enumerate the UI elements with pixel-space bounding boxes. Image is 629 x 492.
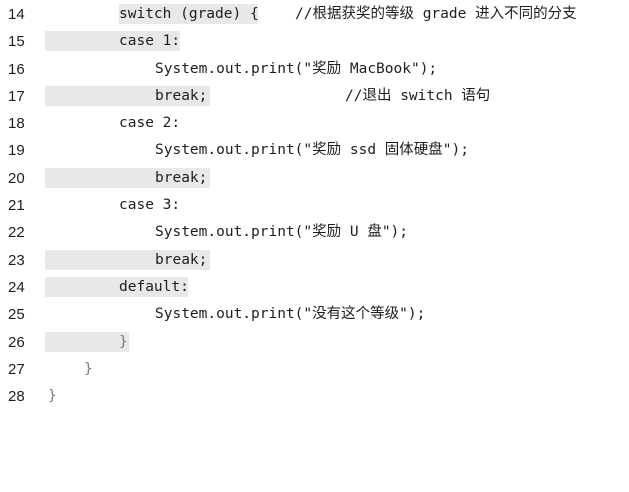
code-line: 27 } bbox=[0, 356, 629, 383]
line-number: 20 bbox=[8, 169, 25, 187]
line-highlight bbox=[45, 249, 210, 270]
code-line: 20 break; bbox=[0, 165, 629, 192]
line-number: 23 bbox=[8, 251, 25, 269]
code-line: 18 case 2: bbox=[0, 110, 629, 137]
line-highlight bbox=[119, 4, 258, 24]
code-line: 21 case 3: bbox=[0, 192, 629, 219]
line-number: 18 bbox=[8, 115, 25, 133]
code-text: System.out.print("奖励 ssd 固体硬盘"); bbox=[155, 142, 469, 159]
code-text: break; bbox=[155, 251, 208, 268]
line-highlight bbox=[45, 331, 129, 352]
line-number: 16 bbox=[8, 60, 25, 78]
code-comment: //根据获奖的等级 grade 进入不同的分支 bbox=[295, 6, 577, 22]
code-text: System.out.print("没有这个等级"); bbox=[155, 306, 426, 323]
code-line: 16 System.out.print("奖励 MacBook"); bbox=[0, 56, 629, 83]
code-line: 24 default: bbox=[0, 274, 629, 301]
line-number: 25 bbox=[8, 306, 25, 324]
closing-brace: } bbox=[119, 333, 128, 350]
line-number: 17 bbox=[8, 87, 25, 105]
code-line: 22 System.out.print("奖励 U 盘"); bbox=[0, 219, 629, 246]
code-text: System.out.print("奖励 MacBook"); bbox=[155, 60, 438, 77]
line-number: 26 bbox=[8, 333, 25, 351]
code-line: 14 switch (grade) { //根据获奖的等级 grade 进入不同… bbox=[0, 1, 629, 28]
code-line: 23 break; bbox=[0, 247, 629, 274]
line-number: 28 bbox=[8, 388, 25, 406]
line-number: 14 bbox=[8, 6, 25, 23]
code-comment: //退出 switch 语句 bbox=[345, 87, 491, 104]
code-line: 26 } bbox=[0, 329, 629, 356]
code-text: default: bbox=[119, 278, 189, 295]
code-text: case 3: bbox=[119, 197, 181, 214]
line-number: 24 bbox=[8, 278, 25, 296]
line-number: 15 bbox=[8, 33, 25, 51]
line-highlight bbox=[45, 276, 188, 297]
line-highlight bbox=[45, 167, 210, 188]
code-text: switch (grade) { bbox=[119, 6, 259, 22]
code-line: 17 break; //退出 switch 语句 bbox=[0, 83, 629, 110]
code-listing: 14 switch (grade) { //根据获奖的等级 grade 进入不同… bbox=[0, 1, 629, 410]
closing-brace: } bbox=[48, 388, 57, 405]
closing-brace: } bbox=[84, 360, 93, 377]
code-line: 28 } bbox=[0, 383, 629, 410]
code-text: break; bbox=[155, 87, 208, 104]
code-line: 25 System.out.print("没有这个等级"); bbox=[0, 301, 629, 328]
code-line: 19 System.out.print("奖励 ssd 固体硬盘"); bbox=[0, 137, 629, 164]
code-line: 15 case 1: bbox=[0, 28, 629, 55]
line-highlight bbox=[45, 31, 180, 52]
line-number: 21 bbox=[8, 197, 25, 215]
code-text: break; bbox=[155, 169, 208, 186]
line-number: 22 bbox=[8, 224, 25, 242]
line-highlight bbox=[45, 85, 210, 106]
line-number: 19 bbox=[8, 142, 25, 160]
code-text: System.out.print("奖励 U 盘"); bbox=[155, 224, 409, 241]
code-text: case 1: bbox=[119, 33, 181, 50]
line-number: 27 bbox=[8, 360, 25, 378]
code-text: case 2: bbox=[119, 115, 181, 132]
